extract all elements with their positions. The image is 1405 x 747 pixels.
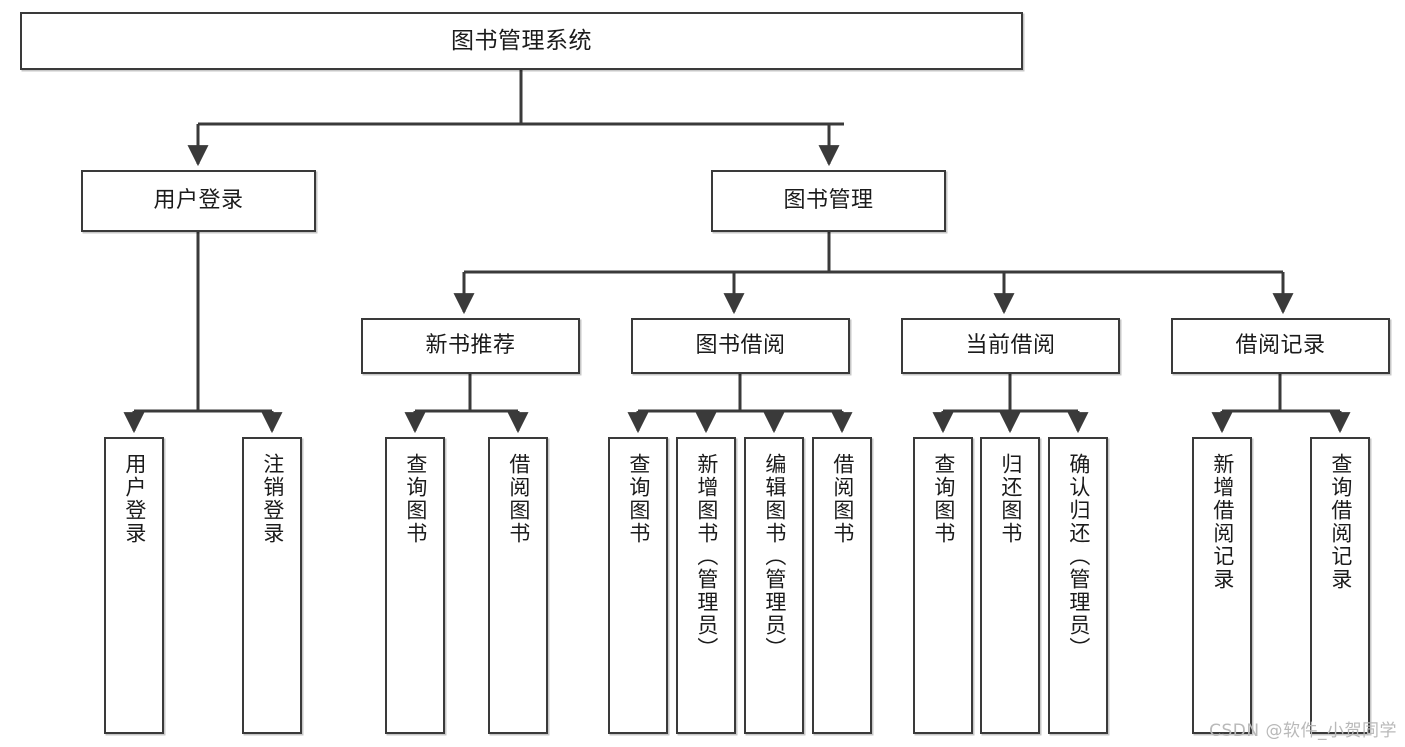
watermark-text: CSDN @软件_小贺同学 xyxy=(1209,721,1397,741)
node-borrow-record[interactable]: 借阅记录 xyxy=(1171,318,1390,374)
node-label: 新书推荐 xyxy=(425,333,516,359)
node-book-borrow[interactable]: 图书借阅 xyxy=(631,318,850,374)
leaf-current-confirm-return-admin[interactable]: 确认归还（管理员） xyxy=(1048,437,1108,734)
node-label: 图书管理系统 xyxy=(451,27,592,54)
node-label: 用户登录 xyxy=(122,453,147,545)
leaf-user-login-logout[interactable]: 注销登录 xyxy=(242,437,302,734)
leaf-borrow-edit-book-admin[interactable]: 编辑图书（管理员） xyxy=(744,437,804,734)
node-label: 新增借阅记录 xyxy=(1210,453,1235,591)
node-label: 归还图书 xyxy=(998,453,1023,545)
leaf-recommend-query-book[interactable]: 查询图书 xyxy=(385,437,445,734)
leaf-borrow-borrow-book[interactable]: 借阅图书 xyxy=(812,437,872,734)
node-label: 查询借阅记录 xyxy=(1328,453,1353,591)
node-user-login[interactable]: 用户登录 xyxy=(81,170,316,232)
node-label: 查询图书 xyxy=(626,453,651,545)
node-new-book-recommend[interactable]: 新书推荐 xyxy=(361,318,580,374)
node-label: 新增图书（管理员） xyxy=(694,453,719,660)
node-label: 注销登录 xyxy=(260,453,285,545)
leaf-user-login-login[interactable]: 用户登录 xyxy=(104,437,164,734)
node-label: 图书借阅 xyxy=(695,333,786,359)
leaf-current-query-book[interactable]: 查询图书 xyxy=(913,437,973,734)
node-root-system[interactable]: 图书管理系统 xyxy=(20,12,1023,70)
node-label: 当前借阅 xyxy=(965,333,1056,359)
node-label: 借阅图书 xyxy=(506,453,531,545)
node-label: 借阅图书 xyxy=(830,453,855,545)
node-current-borrow[interactable]: 当前借阅 xyxy=(901,318,1120,374)
leaf-recommend-borrow-book[interactable]: 借阅图书 xyxy=(488,437,548,734)
leaf-borrow-query-book[interactable]: 查询图书 xyxy=(608,437,668,734)
leaf-record-add-record[interactable]: 新增借阅记录 xyxy=(1192,437,1252,734)
node-label: 查询图书 xyxy=(403,453,428,545)
node-label: 编辑图书（管理员） xyxy=(762,453,787,660)
leaf-current-return-book[interactable]: 归还图书 xyxy=(980,437,1040,734)
leaf-borrow-add-book-admin[interactable]: 新增图书（管理员） xyxy=(676,437,736,734)
node-book-management[interactable]: 图书管理 xyxy=(711,170,946,232)
node-label: 确认归还（管理员） xyxy=(1066,453,1091,660)
node-label: 查询图书 xyxy=(931,453,956,545)
node-label: 用户登录 xyxy=(153,188,244,214)
leaf-record-query-record[interactable]: 查询借阅记录 xyxy=(1310,437,1370,734)
node-label: 图书管理 xyxy=(783,188,874,214)
node-label: 借阅记录 xyxy=(1235,333,1326,359)
